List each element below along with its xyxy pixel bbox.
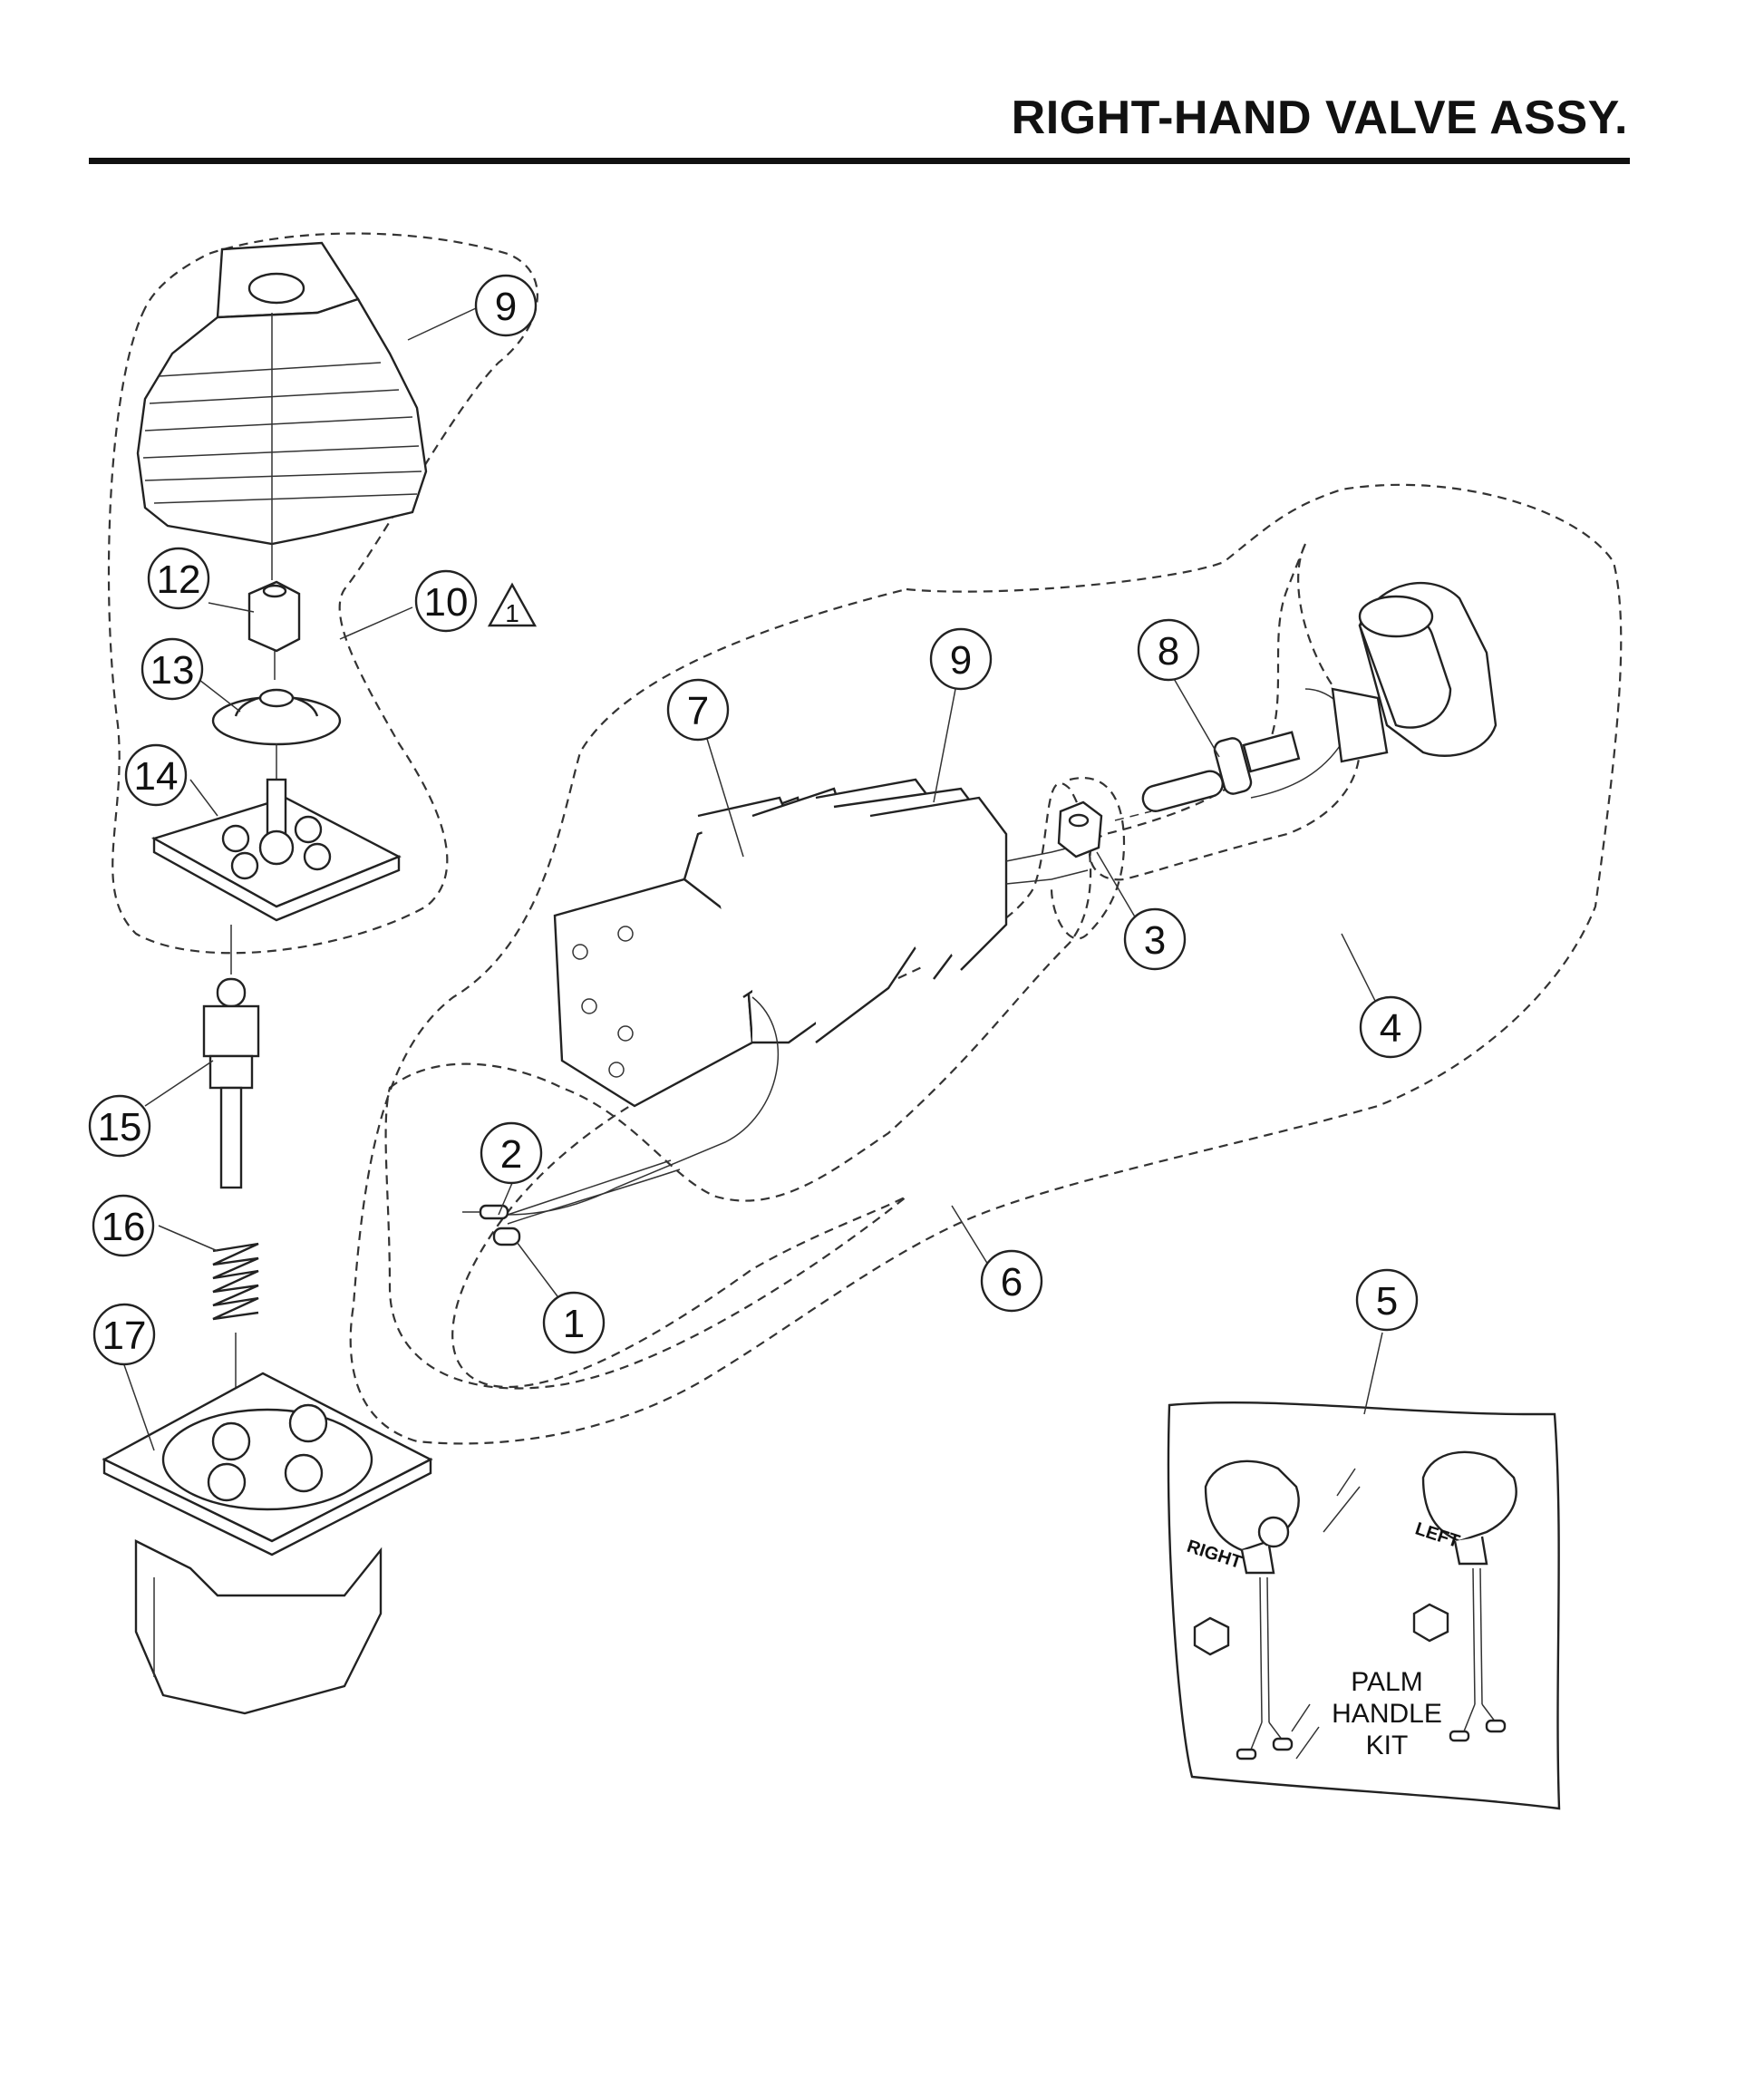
- valve-base-part: [102, 1372, 433, 1715]
- callout-label: 10: [424, 580, 469, 625]
- callout-label: 5: [1376, 1279, 1398, 1324]
- group-outline-10: [107, 232, 538, 955]
- seal-part: [211, 688, 342, 746]
- callout-15: 15: [88, 1094, 151, 1158]
- callout-2: 2: [480, 1121, 543, 1185]
- callout-3: 3: [1123, 907, 1187, 971]
- callout-label: 9: [950, 638, 972, 683]
- callout-14: 14: [124, 743, 188, 807]
- right-palm-handle: [1204, 1460, 1300, 1760]
- valve-block-part: [507, 778, 1089, 1216]
- title-rule: [89, 158, 1630, 164]
- group-outline-6: [384, 781, 1092, 1390]
- group-outline-8: [1089, 543, 1362, 881]
- callout-label: 4: [1380, 1006, 1401, 1051]
- plunger-part: [202, 977, 260, 1189]
- callout-12: 12: [147, 547, 210, 610]
- callout-label: 14: [134, 754, 179, 799]
- callout-label: 13: [150, 648, 195, 693]
- callout-label: 6: [1001, 1260, 1023, 1304]
- callout-16: 16: [92, 1194, 155, 1257]
- callout-label: 17: [102, 1314, 147, 1358]
- kit-nut-right: [1193, 1616, 1230, 1656]
- jam-nut-part: [1057, 800, 1103, 858]
- callout-label: 15: [98, 1105, 142, 1149]
- page-title: RIGHT-HAND VALVE ASSY.: [1011, 92, 1628, 144]
- callout-13: 13: [141, 637, 204, 701]
- spring-part: [212, 1242, 259, 1321]
- callout-5: 5: [1355, 1268, 1419, 1332]
- revision-note-label: 1: [505, 599, 519, 627]
- callout-9-top: 9: [474, 274, 538, 337]
- left-palm-handle: [1421, 1450, 1517, 1742]
- callout-label: 16: [102, 1205, 146, 1249]
- callout-label: 9: [495, 285, 517, 329]
- palm-handle-kit-panel: RIGHT LEFT PALM HANDLE KIT: [1167, 1401, 1561, 1810]
- callout-label: 8: [1158, 629, 1179, 674]
- callout-label: 7: [687, 689, 709, 733]
- handle-grip-part: [1331, 581, 1497, 763]
- callout-label: 1: [563, 1302, 585, 1346]
- callout-1: 1: [542, 1291, 606, 1354]
- kit-label-line3: KIT: [1366, 1731, 1409, 1760]
- kit-label-line1: PALM: [1351, 1667, 1422, 1697]
- callout-7: 7: [666, 678, 730, 742]
- kit-label-line2: HANDLE: [1332, 1699, 1442, 1729]
- callout-6: 6: [980, 1249, 1043, 1313]
- callout-8: 8: [1137, 618, 1200, 682]
- callout-17: 17: [92, 1303, 156, 1366]
- callout-label: 3: [1144, 918, 1166, 963]
- rubber-boot-part: [136, 241, 428, 546]
- callout-9-center: 9: [929, 627, 993, 691]
- group-outline-3: [1050, 777, 1126, 940]
- hex-nut-part: [247, 580, 301, 653]
- callout-4: 4: [1359, 995, 1422, 1059]
- mounting-plate-part: [150, 778, 402, 922]
- kit-nut-left: [1412, 1603, 1449, 1643]
- callout-label: 12: [157, 558, 201, 602]
- callout-10: 10 1: [414, 569, 538, 633]
- switch-part: [1141, 688, 1349, 812]
- callout-label: 2: [500, 1132, 522, 1177]
